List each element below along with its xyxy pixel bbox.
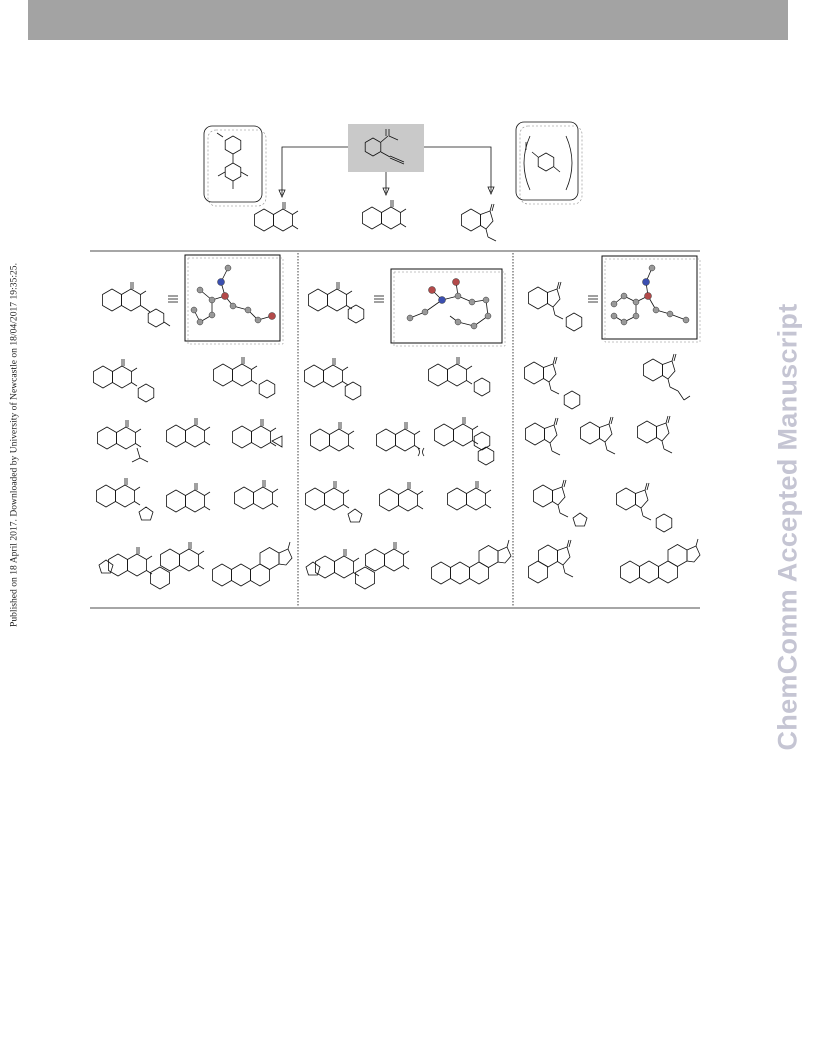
col3-row4-phenyl — [616, 482, 673, 533]
col1-row4-middle — [166, 482, 211, 513]
col2-row2-right — [428, 356, 491, 397]
col2-row5-steroid — [431, 539, 512, 585]
equivalence-symbol-2 — [374, 295, 384, 303]
col1-row4-thienyl — [96, 477, 154, 521]
col2-row4-right — [447, 480, 492, 511]
col2-row2-left — [304, 357, 362, 401]
col3-row3-right — [637, 415, 673, 454]
col1-row2-left — [93, 358, 155, 403]
col2-row3-chain — [376, 421, 425, 457]
col1-row5-fused — [98, 546, 153, 577]
col1-row3-tbutyl — [97, 419, 149, 463]
equivalence-symbol-3 — [588, 295, 598, 303]
product-indenone — [461, 203, 497, 242]
xray-structure-icon — [184, 254, 284, 345]
biaryl-ligand-icon — [203, 125, 267, 207]
col3-row1-structure — [528, 281, 583, 332]
col1-row2-right — [213, 356, 276, 399]
col2-row1-structure — [308, 281, 365, 324]
xray-structure-icon — [390, 268, 506, 347]
substrate-box — [348, 124, 424, 172]
col3-row3-middle — [580, 416, 616, 455]
col2-row5-fused — [305, 548, 360, 579]
xray-structure-icon — [601, 255, 701, 343]
col1-row4-right — [234, 479, 279, 510]
col1-row5-steroid — [212, 541, 293, 587]
equivalence-symbol-icon — [168, 295, 178, 303]
col3-row2-right — [643, 353, 691, 401]
col2-row3-left — [310, 421, 355, 452]
col2-row4-thienyl — [305, 480, 363, 523]
col2-row5-naphtho — [355, 541, 410, 590]
col1-row1-structure — [102, 281, 171, 328]
col3-row4-thienyl — [533, 479, 588, 527]
col3-row3-left — [525, 417, 561, 456]
reaction-arrows — [278, 146, 495, 199]
product-isoquinolinone — [254, 201, 299, 232]
product-bicyclic — [362, 199, 407, 230]
col1-row3-cyclopropyl — [232, 418, 283, 449]
col2-row4-middle — [379, 481, 424, 512]
arene-ligand-icon — [515, 121, 583, 205]
col2-row3-naphthyl — [434, 416, 495, 466]
col1-row5-naphtho — [150, 541, 205, 590]
col3-row5-steroid — [620, 538, 701, 584]
col3-row5-naphtho — [528, 539, 574, 584]
col1-row3-middle — [166, 417, 211, 448]
col3-row2-left — [524, 356, 581, 410]
page-header-bar — [28, 0, 788, 40]
